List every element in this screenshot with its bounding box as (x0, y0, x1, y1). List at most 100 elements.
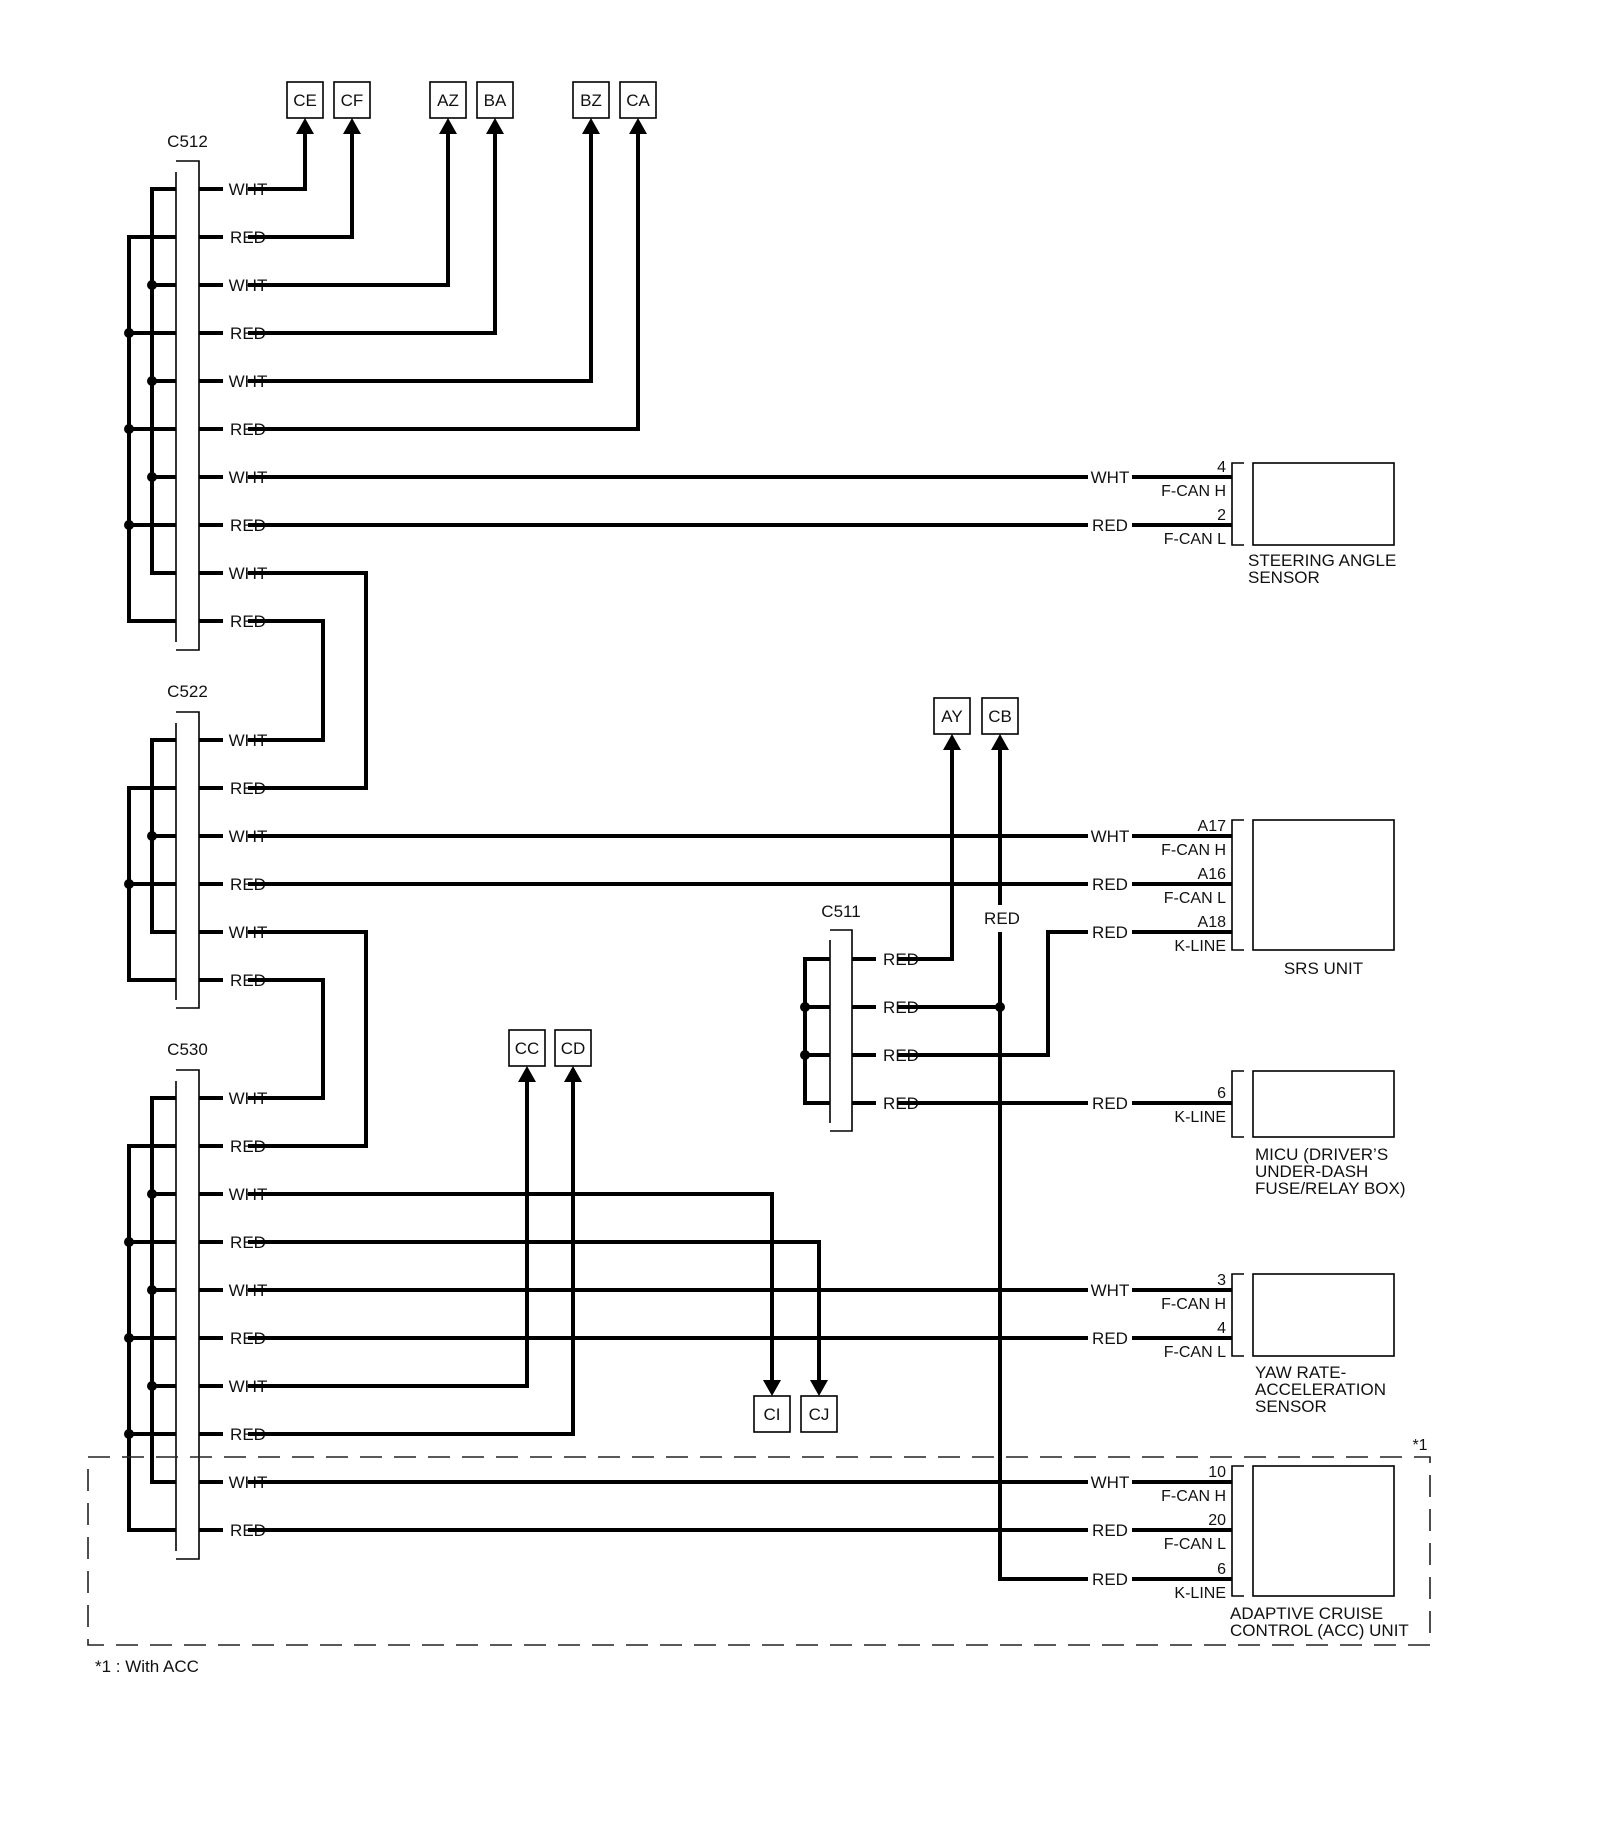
connector-label: C512 (167, 132, 208, 151)
optional-acc-group-border (87, 1456, 1431, 1646)
cb-wire-color-label: RED (984, 909, 1020, 928)
arrow-icon (518, 1066, 536, 1082)
component-name: SRS UNIT (1284, 959, 1363, 978)
steering-component-box (1252, 462, 1395, 546)
wire-to-ref (248, 132, 593, 383)
component-name: ACCELERATION (1255, 1380, 1386, 1399)
wire-color-label: RED (1092, 1570, 1128, 1589)
arrow-icon (943, 734, 961, 750)
wire-to-ref (248, 132, 354, 239)
component-connector-bracket (1231, 1273, 1244, 1357)
connector-body (176, 711, 200, 1009)
splice-dot (124, 328, 134, 338)
component-name: MICU (DRIVER’S (1255, 1145, 1388, 1164)
arrow-icon (582, 118, 600, 134)
crossover-wire (248, 619, 325, 742)
crossover-wire (248, 571, 368, 790)
harness-wire (898, 930, 1088, 1057)
wire-color-label: RED (1092, 1094, 1128, 1113)
wire-color-label: WHT (1091, 1473, 1130, 1492)
pin-function: K-LINE (1174, 1109, 1226, 1126)
splice-dot (147, 376, 157, 386)
offpage-ref-box (429, 81, 467, 119)
splice-dot (147, 1381, 157, 1391)
pin-number: 4 (1217, 1320, 1226, 1337)
pin-function: F-CAN L (1164, 1344, 1226, 1361)
wire-to-ref (248, 132, 307, 191)
pin-number: 4 (1217, 459, 1226, 476)
c511-bus (803, 957, 830, 1105)
pin-function: F-CAN H (1161, 1296, 1226, 1313)
pin-number: A17 (1198, 818, 1227, 835)
splice-dot (124, 1333, 134, 1343)
optional-group-mark: *1 (1412, 1437, 1427, 1454)
splice-dot (147, 1285, 157, 1295)
splice-dot (800, 1050, 810, 1060)
footnote: *1 : With ACC (95, 1657, 199, 1676)
arrow-icon (343, 118, 361, 134)
cb-wire (998, 932, 1088, 1581)
splice-dot (124, 424, 134, 434)
connector-body (830, 929, 853, 1132)
connector-body (176, 1069, 200, 1560)
splice-dot (800, 1002, 810, 1012)
offpage-ref-label: CJ (809, 1405, 830, 1424)
offpage-ref-label: CC (515, 1039, 540, 1058)
offpage-ref-box (753, 1395, 791, 1433)
pin-function: K-LINE (1174, 938, 1226, 955)
arrow-icon (439, 118, 457, 134)
offpage-ref-label: CB (988, 707, 1012, 726)
component-name: YAW RATE- (1255, 1363, 1346, 1382)
offpage-ref-label: CD (561, 1039, 586, 1058)
wire-color-label: RED (1092, 516, 1128, 535)
offpage-ref-box (554, 1029, 592, 1067)
srs-component-box (1252, 819, 1395, 951)
offpage-ref-label: BA (484, 91, 507, 110)
offpage-ref-label: CI (764, 1405, 781, 1424)
wire-color-label: RED (1092, 1329, 1128, 1348)
offpage-ref-label: CF (341, 91, 364, 110)
splice-dot (147, 831, 157, 841)
offpage-ref-label: BZ (580, 91, 602, 110)
component-name: UNDER-DASH (1255, 1162, 1368, 1181)
wire-to-ref (898, 750, 954, 961)
pin-number: A16 (1198, 866, 1227, 883)
offpage-ref-label: CE (293, 91, 317, 110)
arrow-icon (296, 118, 314, 134)
component-connector-bracket (1231, 462, 1244, 546)
wire-to-ref (248, 132, 640, 431)
arrow-icon (564, 1066, 582, 1082)
wire-to-ref (248, 1080, 575, 1436)
arrow-icon (810, 1380, 828, 1396)
component-name: FUSE/RELAY BOX) (1255, 1179, 1406, 1198)
pin-number: 3 (1217, 1272, 1226, 1289)
wire-to-ref (248, 1192, 774, 1382)
wire-color-label: WHT (1091, 468, 1130, 487)
splice-dot (147, 472, 157, 482)
component-connector-bracket (1231, 1465, 1244, 1597)
wire-color-label: RED (1092, 1521, 1128, 1540)
pin-number: 6 (1217, 1561, 1226, 1578)
splice-dot (124, 1429, 134, 1439)
arrow-icon (991, 734, 1009, 750)
component-name: ADAPTIVE CRUISE (1230, 1604, 1383, 1623)
arrow-icon (629, 118, 647, 134)
connector-label: C511 (821, 902, 860, 921)
component-name: STEERING ANGLE (1248, 551, 1396, 570)
pin-function: F-CAN H (1161, 1488, 1226, 1505)
acc-component-box (1252, 1465, 1395, 1597)
crossover-wire (248, 978, 325, 1100)
pin-number: A18 (1198, 914, 1227, 931)
arrow-icon (763, 1380, 781, 1396)
wire-to-ref (248, 132, 450, 287)
wire-color-label: WHT (1091, 1281, 1130, 1300)
component-name: SENSOR (1248, 568, 1320, 587)
connector-label: C522 (167, 682, 208, 701)
offpage-ref-label: AZ (437, 91, 459, 110)
micu-component-box (1252, 1070, 1395, 1138)
pin-number: 20 (1208, 1512, 1226, 1529)
pin-function: F-CAN H (1161, 842, 1226, 859)
connector-label: C530 (167, 1040, 208, 1059)
wire-to-ref (248, 1240, 821, 1382)
